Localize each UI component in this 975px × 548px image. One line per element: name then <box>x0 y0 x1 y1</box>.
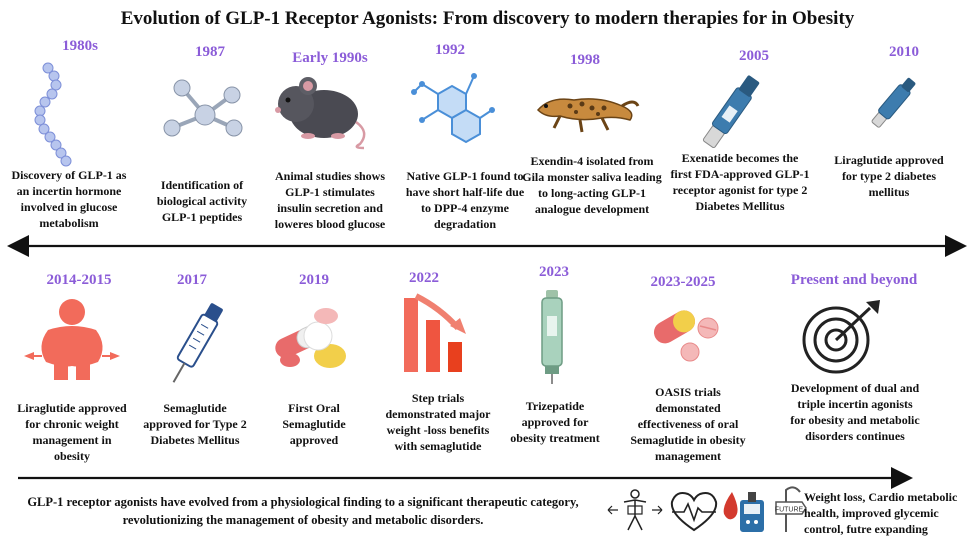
year-early-1990s: Early 1990s <box>292 50 368 66</box>
milestone-2014-2015-text: Liraglutide approved for chronic weight … <box>17 401 127 463</box>
future-sign-icon: FUTURE <box>775 486 807 532</box>
year-2023: 2023 <box>539 264 569 280</box>
capsules-icon <box>653 310 719 362</box>
year-1980s: 1980s <box>62 38 98 54</box>
footer-summary: GLP-1 receptor agonists have evolved fro… <box>27 495 579 527</box>
year-1998: 1998 <box>570 52 600 68</box>
obesity-icon <box>24 299 120 380</box>
milestone-2005-text: Exenatide becomes the first FDA-approved… <box>670 151 810 213</box>
syringe-pen-icon <box>172 303 223 383</box>
milestone-early-1990s-text: Animal studies shows GLP-1 stimulates in… <box>274 169 386 231</box>
weight-loss-icon <box>607 489 663 531</box>
molecule-icon <box>163 79 243 137</box>
injection-pen-icon <box>702 75 760 149</box>
milestone-2019-text: First Oral Semaglutide approved <box>282 401 346 447</box>
year-2023-2025: 2023-2025 <box>650 274 716 290</box>
year-1992: 1992 <box>435 42 465 58</box>
pills-icon <box>275 308 346 368</box>
milestone-1980s-text: Discovery of GLP-1 as an incertin hormon… <box>11 168 127 230</box>
year-2010: 2010 <box>889 44 919 60</box>
peptide-chain-icon <box>34 62 72 167</box>
mouse-icon <box>275 77 366 150</box>
milestone-2022-text: Step trials demonstrated major weight -l… <box>385 391 491 453</box>
year-2017: 2017 <box>177 272 207 288</box>
glucose-meter-icon <box>723 492 764 532</box>
year-present-and-beyond: Present and beyond <box>790 272 918 288</box>
year-2022: 2022 <box>409 270 439 286</box>
milestone-1998-text: Exendin-4 isolated from Gila monster sal… <box>522 154 662 216</box>
year-2005: 2005 <box>739 48 769 64</box>
declining-bars-icon <box>404 293 466 372</box>
page-title: Evolution of GLP-1 Receptor Agonists: Fr… <box>120 8 855 29</box>
small-pen-icon <box>871 77 916 128</box>
milestone-2010-text: Liraglutide approved for type 2 diabetes… <box>834 153 944 199</box>
pen-device-icon <box>541 290 563 384</box>
gila-monster-icon <box>536 98 640 133</box>
milestone-present-text: Development of dual and triple incertin … <box>790 381 920 443</box>
milestone-2017-text: Semaglutide approved for Type 2 Diabetes… <box>143 401 247 447</box>
milestone-1987-text: Identification of biological activity GL… <box>156 178 248 224</box>
future-sign-text: FUTURE <box>775 507 804 514</box>
year-2019: 2019 <box>299 272 329 288</box>
year-1987: 1987 <box>195 44 225 60</box>
heart-rate-icon <box>670 492 718 532</box>
molecule-structure-icon <box>411 73 495 144</box>
year-2014-2015: 2014-2015 <box>46 272 112 288</box>
milestone-2023-text: Trizepatide approved for obesity treatme… <box>510 399 600 445</box>
milestone-2023-2025-text: OASIS trials demonstated effectiveness o… <box>630 385 746 463</box>
milestone-1992-text: Native GLP-1 found to have short half-li… <box>405 169 525 231</box>
outcomes-summary: Weight loss, Cardio metabolic health, im… <box>804 490 958 536</box>
target-icon <box>802 300 880 374</box>
